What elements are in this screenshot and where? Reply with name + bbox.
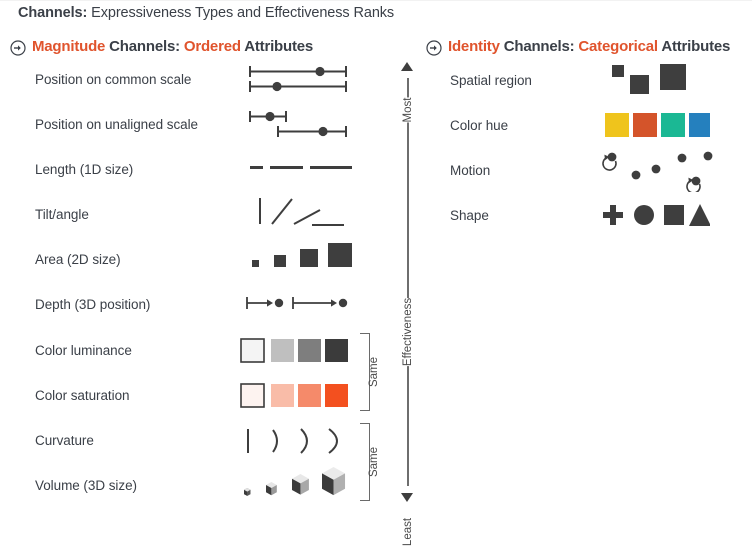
right-heading-word2: Channels: (499, 38, 579, 55)
row-label-shape: Shape (450, 208, 489, 223)
left-heading-word1: Magnitude (32, 38, 106, 55)
glyph-luminance-ramp (240, 338, 350, 364)
glyph-four-squares (248, 240, 352, 274)
glyph-three-bars (248, 160, 352, 176)
glyph-four-curves (243, 426, 347, 456)
glyph-four-tilts (256, 196, 346, 230)
page-title: Channels: Expressiveness Types and Effec… (18, 5, 394, 21)
row-label-tilt-angle: Tilt/angle (35, 207, 89, 222)
left-column-heading: Magnitude Channels: Ordered Attributes (32, 38, 313, 55)
bracket-shape (360, 333, 370, 411)
glyph-two-aligned-scales (248, 62, 352, 98)
page-title-prefix: Channels: (18, 5, 88, 21)
glyph-four-cubes (240, 466, 352, 500)
left-heading-word3: Ordered (183, 38, 241, 55)
glyph-scattered-squares (608, 62, 698, 98)
row-label-depth: Depth (3D position) (35, 297, 151, 312)
same-label-1: Same (368, 356, 380, 388)
glyph-two-unaligned-scales (248, 107, 352, 143)
axis-arrow-up-icon (401, 62, 413, 71)
effectiveness-axis: Most Effectiveness Least (398, 62, 418, 546)
axis-label-least: Least (400, 517, 416, 546)
top-divider (0, 0, 752, 1)
right-heading-word4: Attributes (657, 38, 731, 55)
row-label-position-unaligned-scale: Position on unaligned scale (35, 117, 199, 132)
row-label-volume: Volume (3D size) (35, 478, 137, 493)
glyph-two-depth-arrows (245, 294, 355, 312)
page-title-rest: Expressiveness Types and Effectiveness R… (87, 5, 395, 21)
row-label-motion: Motion (450, 163, 491, 178)
row-label-length: Length (1D size) (35, 162, 134, 177)
row-label-color-luminance: Color luminance (35, 343, 132, 358)
same-bracket-curvature-volume: Same (360, 423, 390, 501)
axis-line (407, 78, 409, 486)
left-heading-word4: Attributes (240, 38, 314, 55)
same-bracket-luminance-saturation: Same (360, 333, 390, 411)
circled-arrow-right-icon-left (10, 40, 26, 56)
glyph-shape-set (602, 202, 711, 230)
row-label-spatial-region: Spatial region (450, 73, 532, 88)
axis-arrow-down-icon (401, 493, 413, 502)
glyph-saturation-ramp (240, 383, 350, 409)
axis-label-effectiveness: Effectiveness (400, 297, 416, 367)
glyph-moving-dots (598, 148, 716, 194)
left-heading-word2: Channels: (105, 38, 184, 55)
row-label-area: Area (2D size) (35, 252, 121, 267)
right-column-heading: Identity Channels: Categorical Attribute… (448, 38, 730, 55)
row-label-curvature: Curvature (35, 433, 94, 448)
circled-arrow-right-icon-right (426, 40, 442, 56)
bracket-shape (360, 423, 370, 501)
row-label-color-saturation: Color saturation (35, 388, 130, 403)
glyph-hue-swatches (605, 113, 713, 138)
right-heading-word3: Categorical (578, 38, 658, 55)
axis-label-most: Most (400, 97, 416, 123)
row-label-color-hue: Color hue (450, 118, 509, 133)
same-label-2: Same (368, 446, 380, 478)
row-label-position-common-scale: Position on common scale (35, 72, 192, 87)
right-heading-word1: Identity (448, 38, 500, 55)
